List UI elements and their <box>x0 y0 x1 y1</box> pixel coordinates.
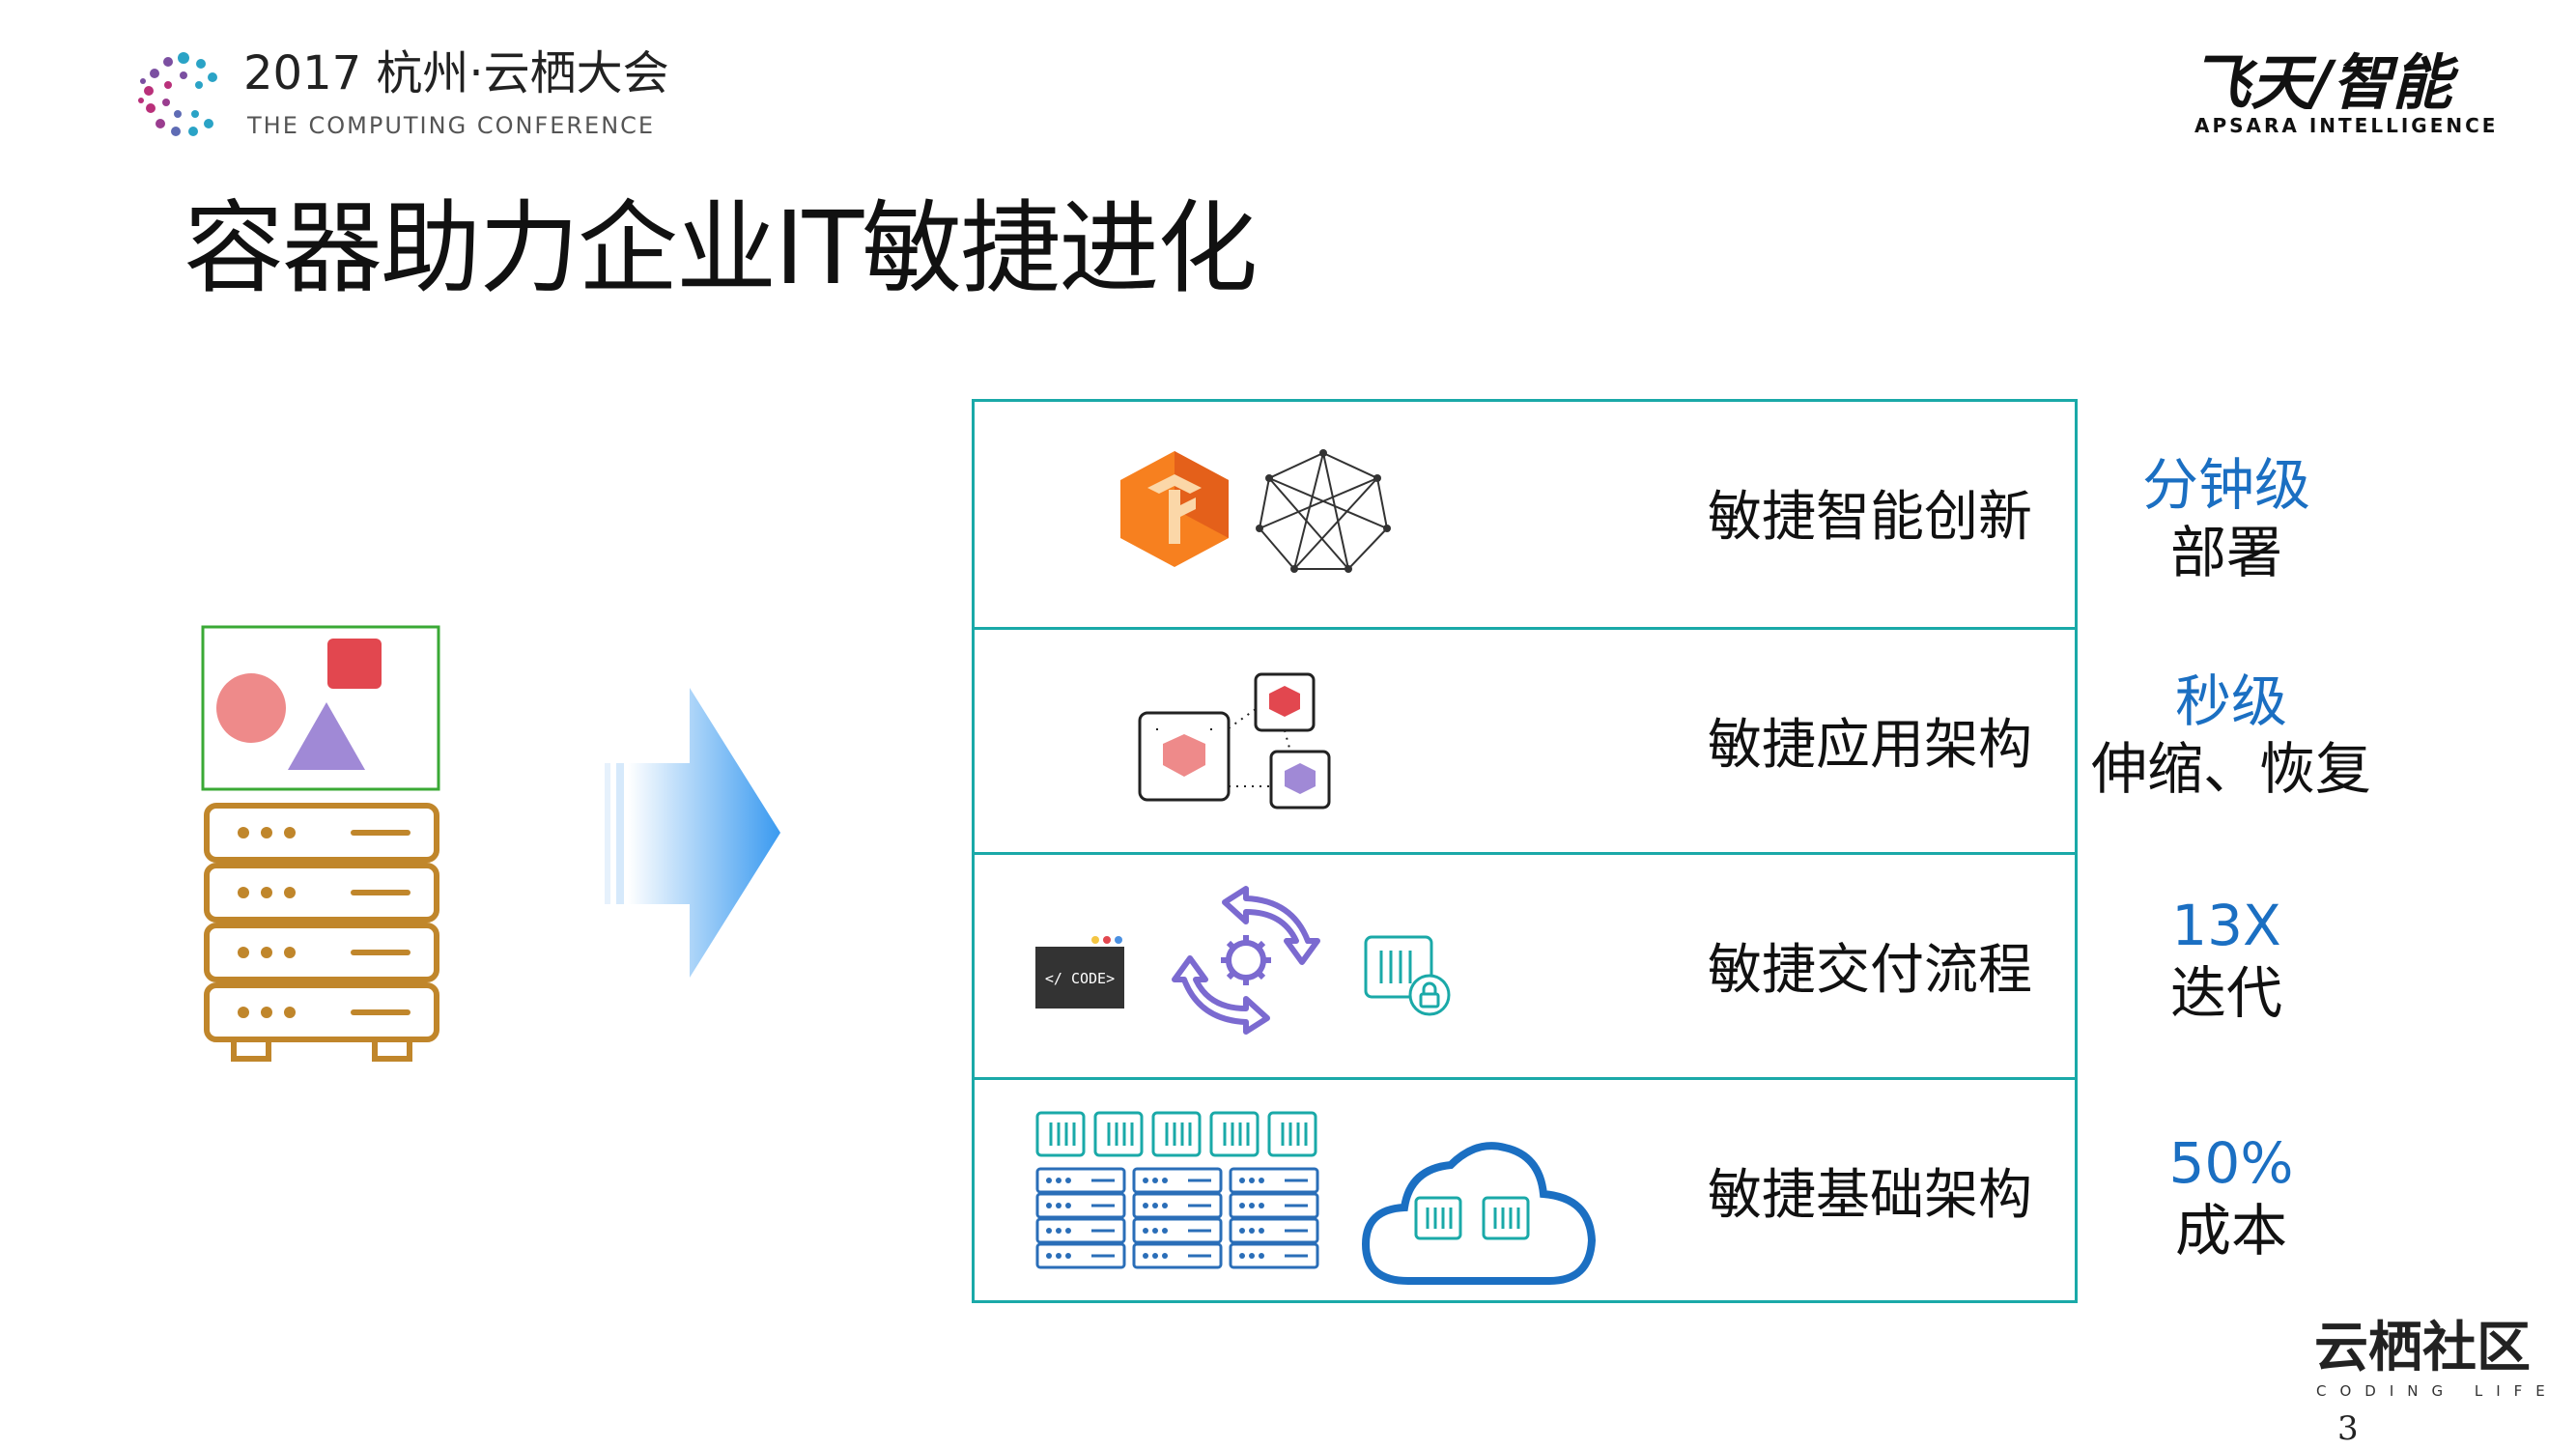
conference-subtitle: THE COMPUTING CONFERENCE <box>247 112 656 139</box>
conference-title: 2017 杭州·云栖大会 <box>243 46 669 100</box>
container-servers-icon <box>1035 1111 1319 1269</box>
code-label: </ CODE> <box>1045 970 1115 987</box>
row-label: 敏捷智能创新 <box>1708 486 2032 549</box>
stat-highlight: 秒级 <box>2174 668 2287 734</box>
page-title: 容器助力企业IT敏捷进化 <box>184 189 1258 307</box>
stat-caption: 伸缩、恢复 <box>2090 735 2371 802</box>
stat-highlight: 13X <box>2171 893 2281 958</box>
server-stack-icon <box>204 803 439 1062</box>
stat-cost: 50% 成本 <box>2077 1130 2386 1264</box>
row-label: 敏捷基础架构 <box>1708 1164 2032 1227</box>
cycle-gear-icon <box>1172 886 1320 1035</box>
stat-iteration: 13X 迭代 <box>2072 893 2381 1027</box>
stat-caption: 迭代 <box>2169 959 2282 1026</box>
feature-table: 敏捷智能创新 敏捷应用架构 敏捷交付流程 敏捷基础架构 <box>972 399 2078 1303</box>
stat-scaling: 秒级 伸缩、恢复 <box>2077 668 2386 803</box>
tensorflow-icon <box>1120 451 1229 567</box>
brand-tagline: APSARA INTELLIGENCE <box>2194 114 2499 137</box>
microservices-icon <box>1138 672 1331 810</box>
cloud-containers-icon <box>1361 1142 1597 1285</box>
row-label: 敏捷交付流程 <box>1708 939 2032 1002</box>
table-row: 敏捷智能创新 <box>975 402 2075 630</box>
stat-highlight: 分钟级 <box>2141 452 2310 518</box>
table-row: 敏捷应用架构 <box>975 627 2075 855</box>
stat-caption: 部署 <box>2169 519 2282 585</box>
stat-caption: 成本 <box>2174 1197 2287 1264</box>
conference-logo-icon <box>138 52 217 136</box>
stat-deploy: 分钟级 部署 <box>2072 452 2381 586</box>
community-logo: 云栖社区 <box>2314 1317 2531 1379</box>
page-number: 3 <box>2337 1409 2359 1448</box>
table-row: 敏捷基础架构 <box>975 1077 2075 1300</box>
network-graph-icon <box>1256 449 1391 573</box>
stat-highlight: 50% <box>2168 1130 2294 1196</box>
brand-name: 飞天/智能 <box>2191 47 2452 118</box>
container-box-icon <box>201 625 440 791</box>
community-tagline: CODING LIFE <box>2316 1382 2559 1400</box>
container-lock-icon <box>1364 935 1451 1016</box>
row-label: 敏捷应用架构 <box>1708 714 2032 777</box>
arrow-right-icon <box>605 688 780 978</box>
code-window-icon: </ CODE> <box>1035 936 1124 1009</box>
table-row: 敏捷交付流程 <box>975 852 2075 1080</box>
